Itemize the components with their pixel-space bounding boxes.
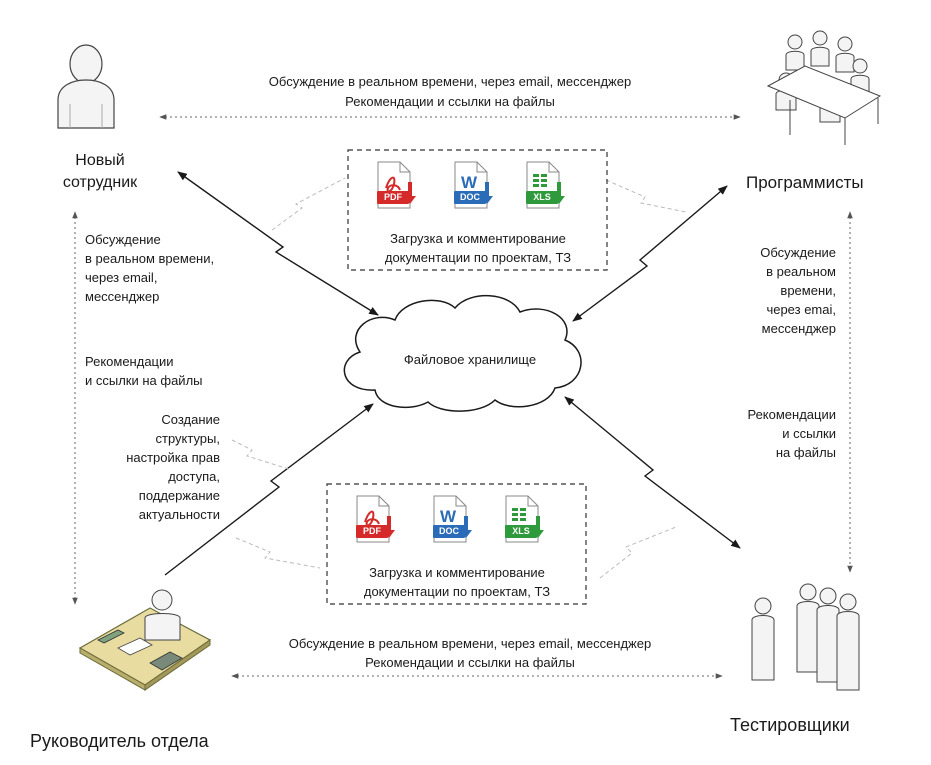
lower-docs-caption: Загрузка и комментирование документации … bbox=[363, 565, 551, 599]
lower-docs-box bbox=[326, 483, 587, 605]
arrow-head-storage bbox=[164, 403, 374, 576]
xls-badge: XLS bbox=[505, 525, 537, 538]
faint-link-lower-right bbox=[599, 526, 677, 579]
left-link-admin: Создание структуры, настройка прав досту… bbox=[126, 412, 220, 522]
manager-desk-icon bbox=[78, 589, 212, 691]
faint-link-upper-right bbox=[605, 179, 687, 213]
upper-docs-box bbox=[347, 149, 608, 271]
svg-text:W: W bbox=[461, 173, 478, 192]
left-link-discussion: Обсуждение в реальном времени, через ema… bbox=[85, 232, 215, 304]
bottom-link-line2: Рекомендации и ссылки на файлы bbox=[365, 655, 575, 670]
doc-file-icon: W DOC bbox=[453, 160, 495, 214]
doc-file-icon: W DOC bbox=[432, 494, 474, 548]
doc-badge: DOC bbox=[454, 191, 486, 204]
upper-docs-caption: Загрузка и комментирование документации … bbox=[384, 231, 572, 265]
right-link-discussion: Обсуждение в реальном времени, через ema… bbox=[760, 245, 836, 336]
arrow-programmers-storage bbox=[572, 185, 728, 322]
storage-label: Файловое хранилище bbox=[403, 352, 537, 367]
team-meeting-icon bbox=[766, 30, 882, 145]
doc-badge: DOC bbox=[433, 525, 465, 538]
role-department-head: Руководитель отдела bbox=[30, 731, 209, 751]
faint-link-lower-left2 bbox=[235, 537, 321, 569]
person-icon bbox=[57, 44, 115, 129]
pdf-badge: PDF bbox=[356, 525, 388, 538]
xls-file-icon: XLS bbox=[525, 160, 567, 214]
bottom-link-line1: Обсуждение в реальном времени, через ema… bbox=[288, 636, 652, 651]
xls-file-icon: XLS bbox=[504, 494, 546, 548]
pdf-badge: PDF bbox=[377, 191, 409, 204]
arrow-testers-storage bbox=[564, 396, 741, 549]
left-link-recommendations: Рекомендации и ссылки на файлы bbox=[85, 354, 203, 388]
role-testers: Тестировщики bbox=[730, 715, 850, 735]
cloud-icon bbox=[343, 295, 582, 412]
right-link-recommendations: Рекомендации и ссылки на файлы bbox=[747, 407, 836, 460]
top-link-line1: Обсуждение в реальном времени, через ema… bbox=[268, 74, 632, 89]
role-programmers: Программисты bbox=[746, 173, 864, 192]
testers-group-icon bbox=[751, 583, 860, 691]
arrow-new-employee-storage bbox=[177, 171, 379, 316]
role-new-employee: Новый сотрудник bbox=[62, 152, 138, 191]
faint-link-upper-left bbox=[271, 177, 346, 231]
faint-link-lower-left bbox=[231, 439, 293, 471]
pdf-file-icon: PDF bbox=[376, 160, 418, 214]
pdf-file-icon: PDF bbox=[355, 494, 397, 548]
top-link-line2: Рекомендации и ссылки на файлы bbox=[345, 94, 555, 109]
svg-text:W: W bbox=[440, 507, 457, 526]
xls-badge: XLS bbox=[526, 191, 558, 204]
